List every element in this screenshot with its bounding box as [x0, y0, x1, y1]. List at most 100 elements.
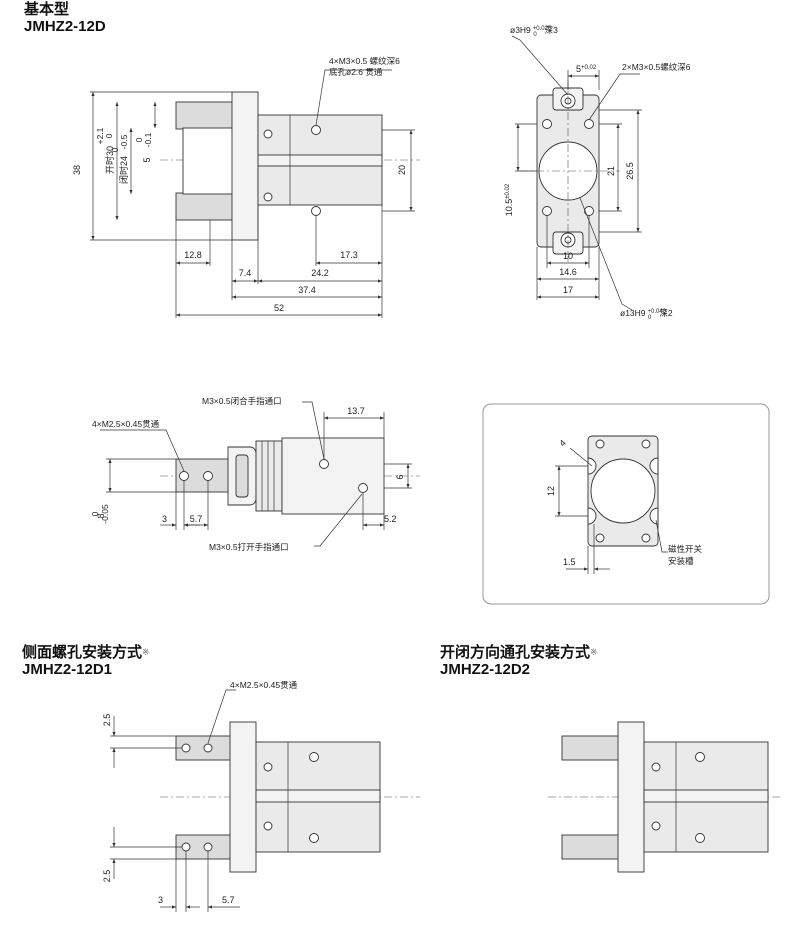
side-holes-leader — [207, 689, 236, 744]
dim-open-tol-up: +2.1 — [95, 127, 105, 144]
side-dim-2-5-top-label: 2.5 — [102, 714, 112, 727]
end-dim-21-label: 21 — [606, 166, 616, 176]
side-mount-view: 4×M2.5×0.45贯通 2.5 2.5 3 5.7 — [102, 680, 420, 912]
dir-mount-heading: 开闭方向通孔安装方式※ JMHZ2-12D2 — [440, 644, 598, 678]
side-hole-1 — [181, 743, 191, 753]
dim-5-label: 5 — [142, 157, 152, 162]
front-finger-lower — [175, 192, 235, 221]
dim-close-label: 闭时24 — [118, 156, 129, 184]
dim-open-tol-dn: 0 — [104, 133, 114, 138]
end-dim-10-label: 10 — [563, 251, 573, 261]
top-body — [281, 437, 385, 515]
front-finger-upper — [175, 101, 235, 130]
front-view: 4×M3×0.5 螺纹深6 底孔ø2.6 贯通 38 开时30 +2.1 0 闭… — [72, 56, 420, 318]
switch-slot-leader — [655, 519, 668, 553]
top-dim-5-2-label: 5.2 — [384, 514, 397, 524]
front-hole-4 — [311, 206, 321, 216]
top-dim-8-tol-dn: -0.05 — [100, 504, 110, 524]
side-hole-3 — [181, 842, 191, 852]
end-thread-leader — [588, 73, 640, 121]
dir-body-hole-2 — [651, 821, 661, 831]
switch-slot-note-1: 磁性开关 — [668, 544, 703, 554]
dir-finger-lower — [561, 834, 621, 860]
front-finger-gap — [182, 127, 235, 195]
dir-body-hole-1 — [651, 762, 661, 772]
dim-open-label: 开时30 — [104, 146, 115, 174]
top-dim-6-label: 6 — [395, 474, 405, 479]
switch-dim-4-label: 4 — [557, 438, 568, 449]
side-end-block — [229, 721, 257, 873]
side-dim-3-label: 3 — [158, 895, 163, 905]
front-hole-2 — [263, 192, 273, 202]
top-dim-5-7-label: 5.7 — [190, 514, 203, 524]
dir-body-groove — [643, 789, 769, 803]
basic-heading-model: JMHZ2-12D — [24, 18, 106, 35]
switch-slot-3 — [649, 457, 659, 475]
side-dim-2-5-bottom-label: 2.5 — [102, 870, 112, 883]
switch-hole-2 — [641, 439, 651, 449]
front-note-bottom: 底孔ø2.6 贯通 — [329, 67, 383, 77]
top-dim-8-tol-up: 0 — [90, 511, 100, 516]
top-view: M3×0.5闭合手指通口 4×M2.5×0.45贯通 13.7 6 8 0 -0… — [90, 396, 420, 552]
end-hole-4 — [584, 206, 594, 216]
side-body-hole-4 — [309, 833, 319, 843]
side-mount-heading-model: JMHZ2-12D1 — [22, 661, 113, 678]
side-body-hole-3 — [309, 752, 319, 762]
end-pin-leader — [511, 35, 569, 96]
dim-24-2-label: 24.2 — [311, 268, 329, 278]
switch-4-leader — [569, 447, 593, 467]
end-thread-note: 2×M3×0.5螺纹深6 — [622, 62, 691, 72]
end-hole-2 — [584, 119, 594, 129]
basic-heading-cn: 基本型 — [24, 1, 70, 18]
switch-bore — [590, 458, 656, 524]
switch-dim-12-label: 12 — [546, 486, 556, 496]
top-port-close — [319, 459, 329, 469]
top-holes-note: 4×M2.5×0.45贯通 — [92, 419, 160, 429]
side-hole-4 — [203, 842, 213, 852]
side-body-hole-1 — [263, 762, 273, 772]
top-open-note: M3×0.5打开手指通口 — [209, 542, 289, 552]
dim-38-label: 38 — [72, 165, 82, 175]
dir-mount-heading-cn: 开闭方向通孔安装方式 — [440, 644, 591, 661]
side-dim-5-7-label: 5.7 — [222, 895, 235, 905]
front-leader — [315, 69, 392, 126]
dim-close-tol2: 0 — [110, 147, 120, 152]
end-dim-17-label: 17 — [563, 285, 573, 295]
side-body-hole-2 — [263, 821, 273, 831]
dir-end-block — [617, 721, 645, 873]
top-close-note: M3×0.5闭合手指通口 — [202, 396, 282, 406]
side-body-groove — [255, 789, 381, 803]
dim-5-tol-up: 0 — [134, 137, 144, 142]
front-hole-3 — [311, 125, 321, 135]
dir-mount-view — [548, 721, 782, 873]
end-bore-leader — [579, 197, 633, 311]
top-dim-3-label: 3 — [162, 514, 167, 524]
dir-finger-upper — [561, 735, 621, 761]
dim-17-3-label: 17.3 — [340, 250, 358, 260]
dim-52-label: 52 — [274, 303, 284, 313]
top-collar — [255, 440, 283, 512]
front-note-thread: 4×M3×0.5 螺纹深6 — [329, 56, 400, 66]
dir-body-hole-3 — [695, 752, 705, 762]
top-holes-leader — [100, 429, 185, 472]
side-hole-2 — [203, 743, 213, 753]
front-end-block — [231, 91, 259, 241]
top-hole-1 — [179, 471, 189, 481]
dir-mount-heading-model: JMHZ2-12D2 — [440, 661, 531, 678]
top-dim-8-label: 8 — [96, 513, 106, 518]
top-hole-2 — [203, 471, 213, 481]
side-mount-heading: 侧面螺孔安装方式※ JMHZ2-12D1 — [22, 644, 150, 678]
dir-body-hole-4 — [695, 833, 705, 843]
note-mark-2: ※ — [590, 647, 598, 657]
top-port-open — [358, 483, 368, 493]
end-dim-14-6-label: 14.6 — [559, 267, 577, 277]
end-hole-3 — [542, 206, 552, 216]
switch-slot-view: 4 12 1.5 磁性开关 安装槽 — [482, 403, 770, 605]
end-dim-5-label: 5+0.02 — [576, 64, 597, 74]
end-dim-26-5-label: 26.5 — [625, 162, 635, 180]
note-mark: ※ — [142, 647, 150, 657]
side-mount-heading-cn: 侧面螺孔安装方式 — [22, 644, 143, 661]
